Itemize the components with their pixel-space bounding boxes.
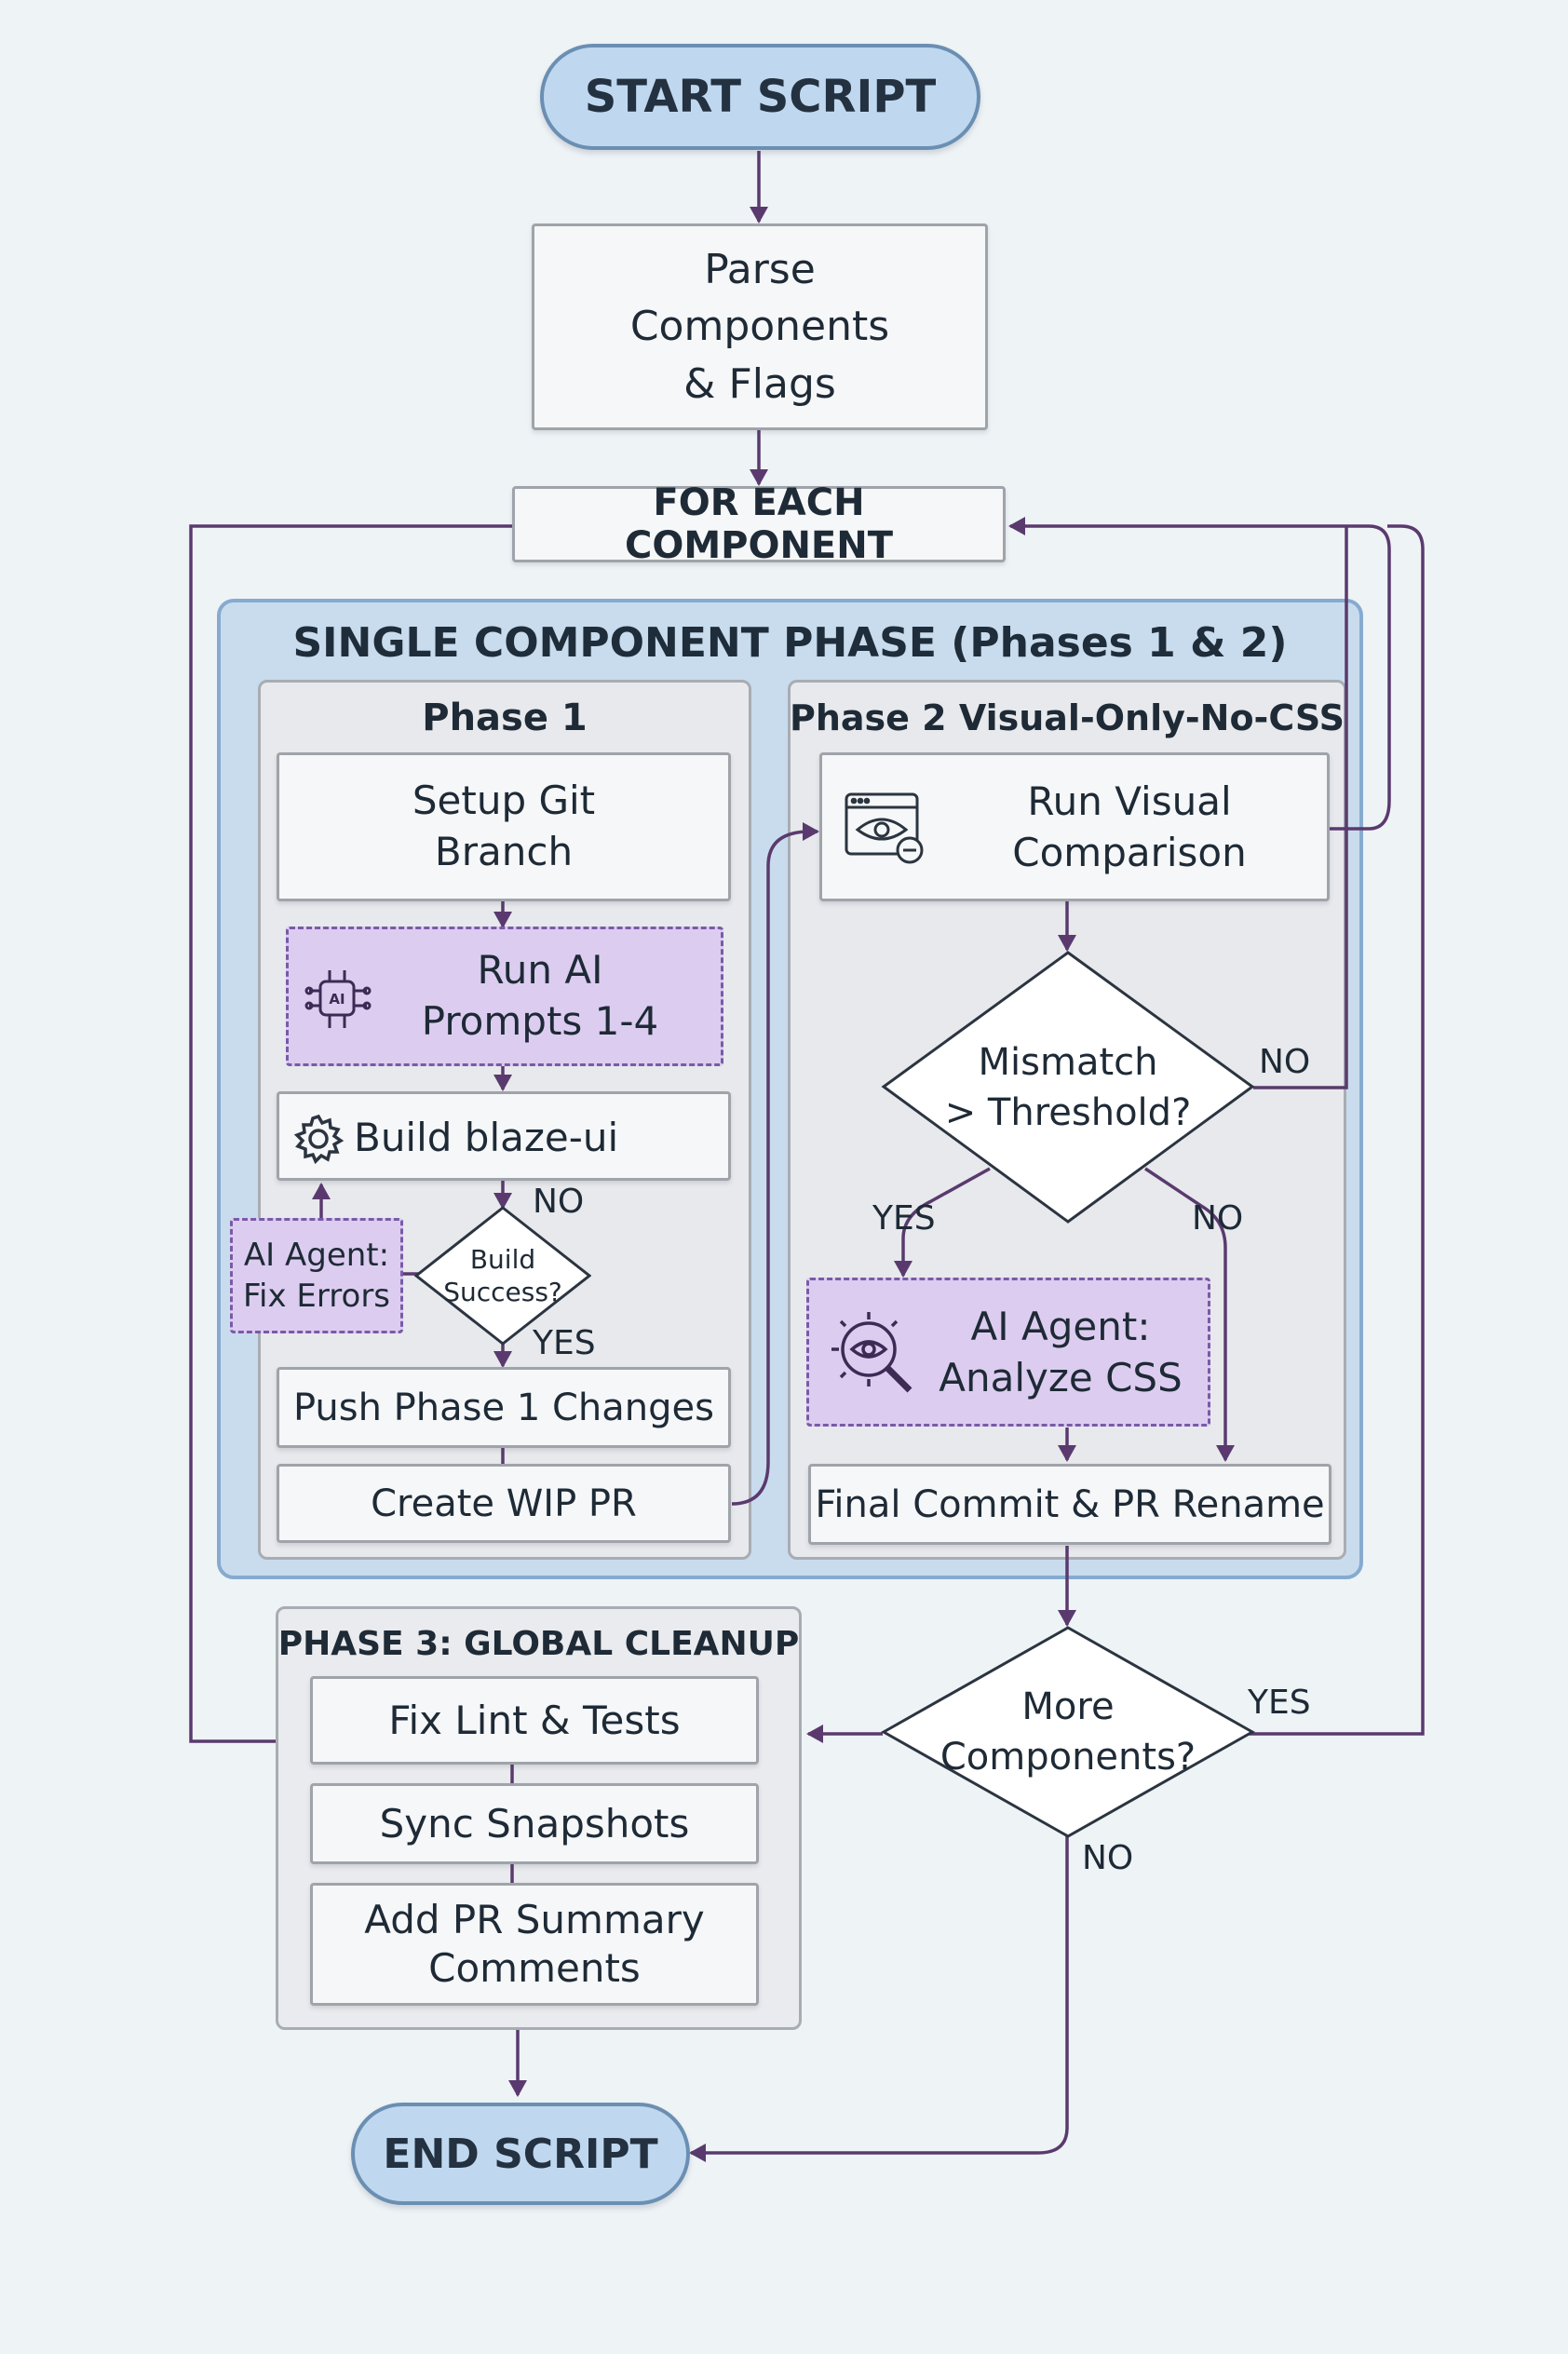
arrow-mismatch-nodown [1144, 1167, 1235, 1462]
more-components-diamond [881, 1626, 1255, 1838]
build-blaze-ui-label: Build blaze-ui [354, 1114, 619, 1160]
more-no-label: NO [1082, 1839, 1134, 1877]
phase3-title: PHASE 3: GLOBAL CLEANUP [277, 1624, 800, 1663]
run-visual-comparison-box: Run Visual Comparison [819, 752, 1330, 901]
fix-errors-box: AI Agent: Fix Errors [230, 1218, 403, 1333]
arrow-more-yes [1248, 524, 1425, 1736]
setup-git-branch-box: Setup Git Branch [277, 752, 731, 901]
run-ai-prompts-label: Run AI Prompts 1-4 [421, 947, 659, 1044]
analyze-css-box: AI Agent: Analyze CSS [806, 1278, 1210, 1427]
single-component-phase-title: SINGLE COMPONENT PHASE (Phases 1 & 2) [292, 618, 1288, 667]
end-terminal: END SCRIPT [351, 2103, 690, 2205]
sync-snapshots-box: Sync Snapshots [310, 1783, 759, 1864]
start-terminal: START SCRIPT [540, 44, 980, 150]
analyze-css-label: AI Agent: Analyze CSS [939, 1304, 1183, 1400]
arrow-mismatch-no [1253, 526, 1348, 1089]
for-each-component-box: FOR EACH COMPONENT [512, 481, 1006, 567]
build-success-label: Build Success? [443, 1244, 562, 1307]
arrow-visual-foreach [1008, 517, 1391, 831]
run-ai-prompts-box: AI Run AI Prompts 1-4 [286, 927, 723, 1066]
magnifier-eye-icon [828, 1308, 921, 1401]
more-yes-label: YES [1248, 1684, 1311, 1722]
build-no-label: NO [533, 1183, 585, 1221]
create-wip-pr-box: Create WIP PR [277, 1464, 731, 1543]
mismatch-no-label: NO [1192, 1199, 1244, 1238]
arrow-more-end [689, 1836, 1069, 2162]
mismatch-label: Mismatch > Threshold? [944, 1040, 1192, 1134]
run-visual-comparison-label: Run Visual Comparison [1012, 778, 1247, 875]
pr-summary-box: Add PR Summary Comments [310, 1883, 759, 2006]
gear-icon [291, 1111, 346, 1167]
mismatch-diamond [881, 951, 1255, 1224]
parse-components-box: Parse Components & Flags [532, 223, 988, 430]
build-blaze-ui-box: Build blaze-ui [277, 1091, 731, 1181]
build-success-diamond [414, 1206, 591, 1346]
loop-left-line [189, 524, 512, 1743]
ai-chip-icon: AI [302, 965, 374, 1035]
more-components-label: More Components? [939, 1685, 1196, 1779]
push-phase1-box: Push Phase 1 Changes [277, 1367, 731, 1448]
mismatch-yes-label: YES [872, 1199, 936, 1238]
build-yes-label: YES [533, 1324, 596, 1362]
browser-eye-icon [843, 791, 926, 867]
arrow-create-visual [731, 822, 819, 1506]
fix-lint-tests-box: Fix Lint & Tests [310, 1676, 759, 1765]
phase2-title: Phase 2 Visual-Only-No-CSS [790, 697, 1345, 738]
arrow-mismatch-yes [894, 1167, 991, 1278]
svg-text:AI: AI [329, 991, 345, 1008]
mismatch-no-right-label: NO [1259, 1043, 1311, 1081]
final-commit-box: Final Commit & PR Rename [808, 1464, 1331, 1545]
phase1-title: Phase 1 [422, 697, 588, 739]
